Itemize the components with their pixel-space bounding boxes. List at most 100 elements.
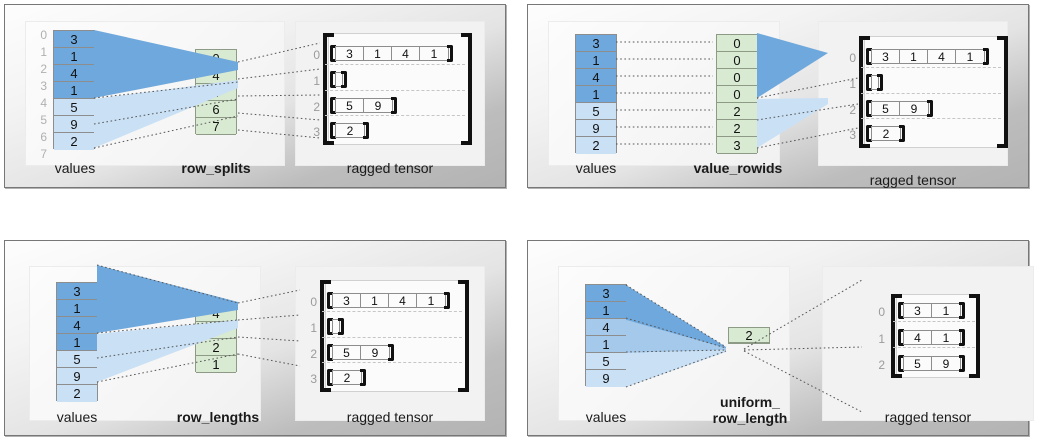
row-lengths-cell: 4 — [196, 305, 236, 322]
value-cell: 1 — [57, 334, 97, 351]
caption-ragged-tensor: ragged tensor — [346, 409, 434, 425]
row-bracket-left — [327, 344, 333, 361]
row-bracket-right — [899, 125, 905, 142]
tick-2: 2 — [40, 62, 47, 76]
value-cell: 1 — [54, 48, 94, 65]
value-cell: 2 — [57, 385, 97, 402]
row-bracket-right — [927, 100, 933, 117]
row-lengths-cell: 2 — [196, 339, 236, 356]
tick-6: 6 — [40, 130, 47, 144]
tensor-cell: 1 — [942, 330, 950, 345]
panel-uniform-row-length: 3 1 4 1 5 9 2 values uniform_ row_length… — [527, 240, 1034, 436]
tensor-cell: 9 — [371, 345, 379, 360]
tensor-row-index: 0 — [313, 48, 320, 62]
row-bracket-left — [898, 302, 904, 319]
tick-4: 4 — [40, 96, 47, 110]
row-bracket-right — [360, 369, 366, 386]
value-rowids-cell: 2 — [717, 103, 757, 120]
tensor-frame — [864, 36, 1006, 148]
row-bracket-left — [866, 48, 872, 65]
row-bracket-left — [330, 97, 336, 114]
tensor-cell: 1 — [942, 303, 950, 318]
caption-line-2: row_length — [712, 409, 788, 426]
tensor-row-index: 0 — [878, 305, 885, 319]
value-cell: 4 — [586, 319, 626, 336]
values-column-row-lengths: 3 1 4 1 5 9 2 — [56, 282, 98, 402]
row-bracket-right — [444, 292, 450, 309]
row-separator — [861, 118, 1001, 119]
row-separator — [893, 347, 975, 348]
tensor-row-cells — [332, 319, 340, 334]
caption-value-rowids: value_rowids — [693, 160, 783, 176]
row-bracket-right — [388, 344, 394, 361]
row-bracket-right — [341, 71, 347, 88]
value-rowids-cell: 0 — [717, 52, 757, 69]
tensor-row-cells: 3 1 4 1 — [335, 46, 449, 61]
row-bracket-left — [330, 71, 336, 88]
row-separator — [893, 321, 975, 322]
row-bracket-left — [327, 292, 333, 309]
panel-value-rowids: 3 1 4 1 5 9 2 0 0 0 0 2 2 3 values value… — [527, 4, 1029, 188]
tensor-row-index: 0 — [849, 51, 856, 65]
tensor-cell: 9 — [374, 98, 382, 113]
tensor-cell: 4 — [904, 331, 932, 345]
tensor-row-cells: 5 9 — [903, 356, 961, 371]
row-bracket-left — [898, 355, 904, 372]
outer-bracket-right — [461, 33, 472, 145]
value-cell: 5 — [586, 353, 626, 370]
values-column-row-splits: 3 1 4 1 5 9 2 — [53, 30, 95, 150]
value-cell: 1 — [576, 86, 616, 103]
row-separator — [322, 337, 462, 338]
value-cell: 3 — [576, 35, 616, 52]
tensor-frame — [328, 33, 470, 145]
uniform-row-length-column: 2 — [728, 327, 770, 344]
tensor-cell: 1 — [427, 293, 435, 308]
row-lengths-cell: 0 — [196, 322, 236, 339]
row-bracket-left — [898, 329, 904, 346]
tensor-cell: 9 — [910, 101, 918, 116]
tensor-cell: 5 — [333, 346, 361, 360]
value-cell: 1 — [576, 52, 616, 69]
tensor-row-index: 3 — [310, 372, 317, 386]
value-cell: 9 — [586, 370, 626, 387]
value-cell: 1 — [586, 336, 626, 353]
caption-values: values — [585, 409, 627, 425]
row-bracket-right — [983, 48, 989, 65]
outer-bracket-left — [891, 294, 902, 378]
values-column-uniform-row-length: 3 1 4 1 5 9 — [585, 284, 627, 387]
value-cell: 1 — [54, 82, 94, 99]
tensor-row-index: 2 — [849, 103, 856, 117]
row-bracket-right — [877, 74, 883, 91]
tensor-row-index: 1 — [878, 332, 885, 346]
row-bracket-left — [866, 125, 872, 142]
row-bracket-left — [327, 318, 333, 335]
row-bracket-left — [327, 369, 333, 386]
caption-uniform-row-length: uniform_ row_length — [684, 394, 816, 426]
outer-bracket-left — [859, 36, 870, 148]
tick-0: 0 — [40, 28, 47, 42]
row-bracket-right — [447, 45, 453, 62]
value-cell: 9 — [57, 368, 97, 385]
tensor-cell: 4 — [389, 294, 417, 308]
row-splits-cell: 6 — [196, 101, 236, 118]
tensor-cell: 4 — [928, 50, 956, 64]
row-splits-cell: 0 — [196, 50, 236, 67]
uniform-row-length-cell: 2 — [729, 328, 769, 343]
tensor-cell: 3 — [336, 47, 364, 61]
row-lengths-cell: 1 — [196, 356, 236, 373]
tensor-row-index: 1 — [313, 74, 320, 88]
tensor-cell: 3 — [904, 304, 932, 318]
value-rowids-cell: 3 — [717, 137, 757, 154]
tensor-row-cells: 3 1 — [903, 303, 961, 318]
value-cell: 2 — [54, 133, 94, 150]
value-cell: 9 — [54, 116, 94, 133]
value-rowids-column: 0 0 0 0 2 2 3 — [716, 34, 758, 154]
value-cell: 3 — [57, 283, 97, 300]
row-lengths-column: 4 0 2 1 — [195, 304, 237, 373]
tensor-cell: 1 — [430, 46, 438, 61]
row-separator — [861, 67, 1001, 68]
row-bracket-left — [866, 74, 872, 91]
row-splits-cell: 4 — [196, 84, 236, 101]
value-cell: 4 — [54, 65, 94, 82]
tensor-cell: 5 — [336, 99, 364, 113]
